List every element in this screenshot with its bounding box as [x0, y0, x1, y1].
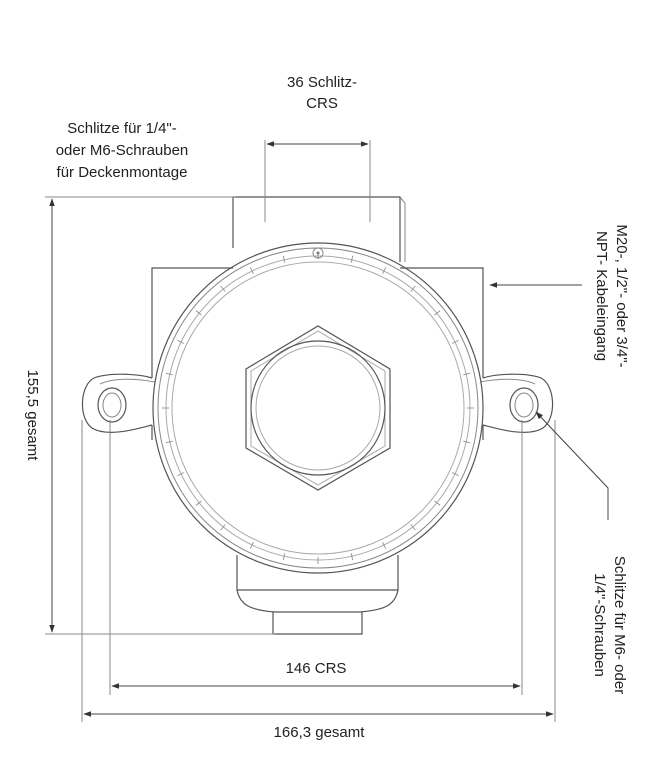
- label-screw-slot-line2: 1/4"-Schrauben: [591, 573, 608, 677]
- labels: 36 Schlitz- CRS Schlitze für 1/4"- oder …: [24, 74, 630, 741]
- label-cable-entry-line1: M20-, 1/2"- oder 3/4"-: [613, 224, 630, 367]
- rim-tick: [463, 372, 471, 376]
- rim-tick: [382, 267, 387, 275]
- rim-tick: [434, 500, 441, 506]
- label-height-total: 155,5 gesamt: [24, 370, 41, 462]
- main-body: [151, 267, 484, 378]
- label-cable-entry-line2: NPT- Kabeleingang: [593, 231, 610, 361]
- cover-rim-ticks: [162, 252, 474, 564]
- bottom-cable-entry: [272, 612, 363, 635]
- rim-tick: [249, 541, 254, 549]
- rim-tick: [195, 500, 202, 506]
- label-ceiling-line2: oder M6-Schrauben: [56, 142, 189, 159]
- rim-tick: [451, 339, 459, 344]
- rim-tick: [350, 255, 354, 263]
- rim-tick: [410, 285, 416, 292]
- label-width-total: 166,3 gesamt: [274, 724, 366, 741]
- rim-tick: [220, 285, 226, 292]
- dimension-lines: [49, 141, 554, 717]
- mounting-ear-left: [81, 373, 156, 433]
- label-146-crs: 146 CRS: [286, 660, 347, 677]
- housing-body: [151, 196, 484, 635]
- label-ceiling-line3: für Deckenmontage: [57, 164, 188, 181]
- top-hub: [232, 196, 401, 262]
- extension-lines: [45, 140, 556, 722]
- rim-tick: [165, 440, 173, 444]
- rim-tick: [220, 524, 226, 531]
- label-slot-width-line1: 36 Schlitz-: [287, 74, 357, 91]
- leader-lines: [489, 282, 609, 520]
- lower-neck: [236, 555, 399, 591]
- rim-tick: [165, 372, 173, 376]
- mounting-ear-right: [479, 373, 554, 433]
- rim-tick: [177, 339, 185, 344]
- rim-tick: [249, 267, 254, 275]
- rim-tick: [195, 310, 202, 316]
- rim-tick: [451, 472, 459, 477]
- rim-tick: [434, 310, 441, 316]
- rim-tick: [177, 472, 185, 477]
- rim-tick: [463, 440, 471, 444]
- label-screw-slot-line1: Schlitze für M6- oder: [611, 556, 628, 694]
- rim-tick: [382, 541, 387, 549]
- label-ceiling-line1: Schlitze für 1/4"-: [67, 120, 177, 137]
- screw-slot-leader: [535, 411, 609, 520]
- round-cover: [152, 242, 484, 574]
- rim-tick: [410, 524, 416, 531]
- rim-tick: [350, 553, 354, 561]
- rim-tick: [282, 255, 286, 263]
- hex-window: [245, 325, 391, 491]
- rim-tick: [282, 553, 286, 561]
- label-slot-width-line2: CRS: [306, 95, 338, 112]
